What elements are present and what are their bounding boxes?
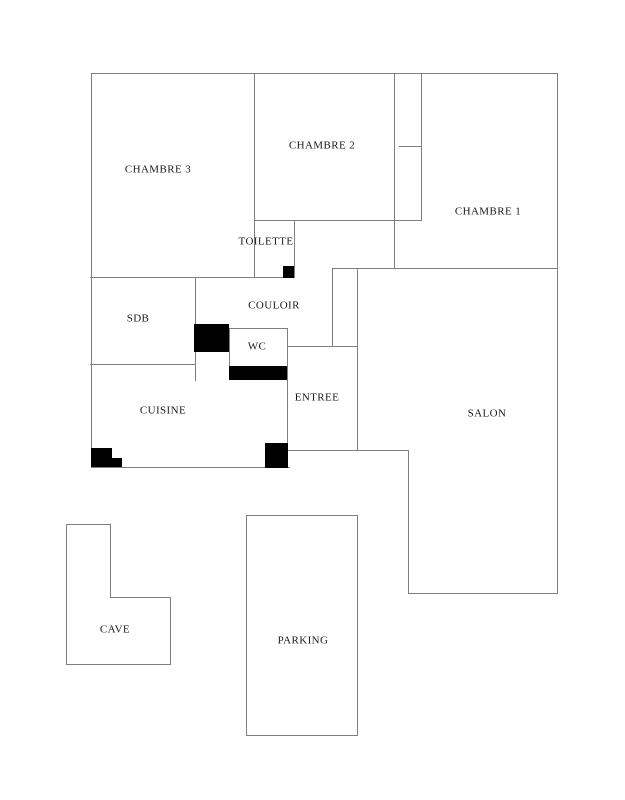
cave-left-wall (66, 524, 68, 666)
room-label-toilette: TOILETTE (238, 235, 294, 248)
room-label-salon: SALON (467, 407, 507, 420)
outer-left-wall (91, 73, 93, 469)
wc-right-wall (287, 328, 289, 452)
toilette-door (283, 266, 294, 278)
cave-right-lower-wall (170, 597, 172, 666)
cave-right-upper-wall (110, 524, 112, 599)
couloir-door-block (194, 324, 229, 352)
room-label-entree: ENTREE (294, 391, 340, 404)
closet-divider-wall (399, 146, 423, 148)
cave-step-wall (110, 597, 172, 599)
outer-right-wall (557, 73, 559, 595)
entree-right-wall (357, 268, 359, 452)
parking-top-wall (246, 515, 359, 517)
wc-top-wall (229, 328, 289, 330)
room-label-chambre-2: CHAMBRE 2 (288, 139, 356, 152)
chambre2-bottom-wall (254, 220, 423, 222)
cuisine-door-left-b (112, 458, 122, 467)
entree-bottom-wall (287, 450, 410, 452)
wc-left-wall (229, 328, 231, 369)
toilette-right-wall (294, 220, 296, 279)
room-label-chambre-3: CHAMBRE 3 (124, 163, 192, 176)
salon-left-wall (408, 450, 410, 595)
room-label-wc: WC (247, 340, 267, 353)
duct-left-wall (332, 268, 334, 348)
sdb-bottom-wall (90, 364, 197, 366)
room-label-chambre-1: CHAMBRE 1 (454, 205, 522, 218)
room-label-cuisine: CUISINE (139, 404, 187, 417)
entree-top-wall (287, 346, 359, 348)
room-label-sdb: SDB (126, 312, 150, 325)
cuisine-bottom-wall (91, 467, 291, 469)
chambre1-bottom-wall (332, 268, 559, 270)
parking-left-wall (246, 515, 248, 737)
parking-right-wall (357, 515, 359, 737)
outer-top-wall (91, 73, 559, 75)
parking-bottom-wall (246, 735, 359, 737)
room-label-couloir: COULOIR (248, 299, 300, 312)
cuisine-door-left-a (91, 448, 112, 467)
wc-door-bar (229, 366, 287, 380)
room-label-parking: PARKING (277, 634, 329, 647)
cave-bottom-wall (66, 664, 172, 666)
chambre3-right-wall (254, 73, 256, 279)
cuisine-door-right (265, 443, 288, 468)
cave-top-wall (66, 524, 112, 526)
room-label-cave: CAVE (99, 623, 131, 636)
chambre3-bottom-wall (90, 277, 296, 279)
chambre2-right-wall (394, 73, 396, 270)
salon-bottom-wall (408, 593, 559, 595)
